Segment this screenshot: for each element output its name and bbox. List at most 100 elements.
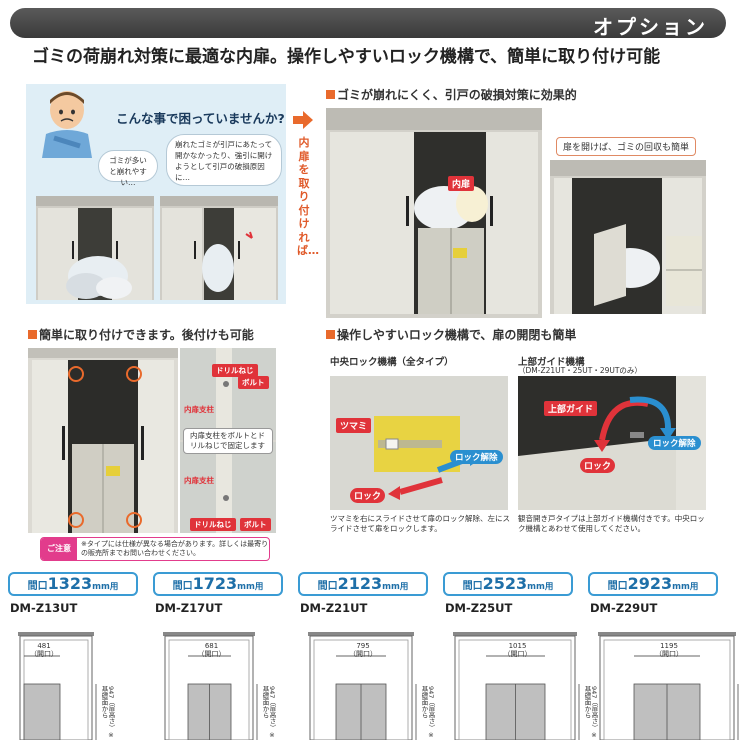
worry-title: こんな事で困っていませんか? bbox=[116, 111, 285, 126]
height-note: ※基礎面から bbox=[100, 686, 115, 739]
label-pillar-top: 内扉支柱 bbox=[184, 405, 214, 414]
label-knob: ツマミ bbox=[336, 418, 372, 433]
opening-dimension: 1015（開口） bbox=[504, 642, 532, 658]
photo-trash-spilling bbox=[36, 196, 154, 300]
height-note: ※基礎面から bbox=[583, 686, 598, 739]
height-label: 947（扉高さ） bbox=[268, 686, 276, 731]
model-name: DM-Z21UT bbox=[300, 601, 368, 615]
opening-label: （開口） bbox=[197, 650, 226, 658]
opening-value: 681 bbox=[204, 642, 219, 650]
note-box: ご注意 ※タイプには仕様が異なる場合があります。詳しくは最寄りの販売所までお問い… bbox=[40, 537, 270, 561]
label-bolt-bottom: ボルト bbox=[240, 518, 271, 531]
center-lock-title: 中央ロック機構（全タイプ） bbox=[330, 357, 454, 368]
photo-inner-door-installed bbox=[326, 108, 542, 318]
model-name: DM-Z25UT bbox=[445, 601, 513, 615]
model-drawing: 1015（開口） 947（扉高さ）※基礎面から bbox=[453, 628, 621, 740]
model-drawing: 1195（開口）947（扉高さ）※基礎面から bbox=[598, 628, 740, 740]
height-label: 947（扉高さ） bbox=[590, 686, 598, 731]
model-drawing: 481（開口） 947（扉高さ）※基礎面から bbox=[18, 628, 138, 740]
model-prefix: 間口 bbox=[27, 581, 48, 592]
label-bolt-top: ボルト bbox=[238, 376, 269, 389]
model-prefix: 間口 bbox=[607, 581, 628, 592]
label-lock-center: ロック bbox=[350, 488, 386, 503]
photo-doors-blocked bbox=[160, 196, 278, 300]
model-size: 1723 bbox=[192, 574, 238, 593]
label-unlock-top: ロック解除 bbox=[648, 436, 701, 450]
label-pillar-bottom: 内扉支柱 bbox=[184, 476, 214, 485]
height-label: 947（扉高さ） bbox=[427, 686, 435, 731]
opening-label: （開口） bbox=[349, 650, 377, 658]
worry-panel: こんな事で困っていませんか? ゴミが多いと崩れやすい… 崩れたゴミが引戸にあたっ… bbox=[26, 84, 286, 304]
page-title: オプション bbox=[593, 15, 708, 39]
photo-inner-door-open bbox=[550, 160, 706, 314]
note-tag: ご注意 bbox=[41, 538, 77, 560]
model-size: 2123 bbox=[337, 574, 383, 593]
worried-person-illustration bbox=[42, 91, 92, 158]
height-note: ※基礎面から bbox=[261, 686, 276, 739]
model-size: 2523 bbox=[482, 574, 528, 593]
model-size-box: 間口1723mm用 bbox=[153, 572, 283, 596]
label-unlock-center: ロック解除 bbox=[450, 450, 503, 464]
model-unit: mm用 bbox=[382, 582, 409, 592]
label-drill-screw-bottom: ドリルねじ bbox=[190, 518, 236, 531]
door-height-dimension: 947（扉高さ）※基礎面から bbox=[100, 686, 115, 740]
model-prefix: 間口 bbox=[462, 581, 483, 592]
top-guide-desc: 観音開き戸タイプは上部ガイド機構付きです。中央ロック機構とあわせて使用してくださ… bbox=[518, 514, 705, 533]
speech-bubble-1: ゴミが多いと崩れやすい… bbox=[98, 150, 158, 187]
center-lock-desc: ツマミを右にスライドさせて扉のロック解除、左にスライドさせて扉をロックします。 bbox=[330, 514, 510, 533]
height-label: 947（扉高さ） bbox=[107, 686, 115, 731]
model-size-box: 間口2923mm用 bbox=[588, 572, 718, 596]
door-height-dimension: 947（扉高さ）※基礎面から bbox=[420, 686, 435, 740]
opening-value: 795 bbox=[356, 642, 370, 650]
model-name: DM-Z13UT bbox=[10, 601, 78, 615]
opening-label: （開口） bbox=[655, 650, 683, 658]
model-drawing: 681（開口） 947（扉高さ）※基礎面から bbox=[163, 628, 299, 740]
opening-dimension: 681（開口） bbox=[198, 642, 226, 658]
opening-value: 1195 bbox=[660, 642, 678, 650]
lead-text: ゴミの荷崩れ対策に最適な内扉。操作しやすいロック機構で、簡単に取り付け可能 bbox=[32, 47, 661, 67]
height-note: ※基礎面から bbox=[420, 686, 435, 739]
opening-label: （開口） bbox=[30, 650, 58, 658]
inner-door-label: 内扉 bbox=[448, 176, 475, 191]
section-effect-heading: ゴミが崩れにくく、引戸の破損対策に効果的 bbox=[326, 86, 577, 103]
model-size: 2923 bbox=[627, 574, 673, 593]
opening-dimension: 1195（開口） bbox=[655, 642, 683, 658]
bullet-square-icon bbox=[326, 90, 335, 99]
arrow-caption: 内扉を取り付ければ… bbox=[297, 136, 319, 257]
model-size: 1323 bbox=[47, 574, 93, 593]
opening-dimension: 795（開口） bbox=[349, 642, 377, 658]
section-lock-heading: 操作しやすいロック機構で、扉の開閉も簡単 bbox=[326, 326, 576, 343]
bullet-square-icon bbox=[28, 330, 37, 339]
model-prefix: 間口 bbox=[172, 581, 193, 592]
opening-label: （開口） bbox=[503, 650, 532, 658]
model-unit: mm用 bbox=[237, 582, 264, 592]
right-arrow-icon bbox=[293, 111, 313, 129]
model-size-box: 間口1323mm用 bbox=[8, 572, 138, 596]
photo-install-front bbox=[28, 348, 178, 533]
note-text: ※タイプには仕様が異なる場合があります。詳しくは最寄りの販売所までお問い合わせく… bbox=[81, 540, 269, 557]
label-top-guide: 上部ガイド bbox=[544, 401, 598, 416]
header-bar: オプション bbox=[10, 8, 726, 39]
model-unit: mm用 bbox=[672, 582, 699, 592]
section-install-heading: 簡単に取り付けできます。後付けも可能 bbox=[28, 326, 254, 343]
model-prefix: 間口 bbox=[317, 581, 338, 592]
model-name: DM-Z17UT bbox=[155, 601, 223, 615]
model-size-box: 間口2523mm用 bbox=[443, 572, 573, 596]
speech-bubble-2: 崩れたゴミが引戸にあたって開かなかったり、強引に開けようとして引戸の破損原因に… bbox=[166, 134, 282, 186]
top-guide-title: 上部ガイド機構 bbox=[518, 357, 585, 368]
model-unit: mm用 bbox=[527, 582, 554, 592]
door-height-dimension: 947（扉高さ）※基礎面から bbox=[583, 686, 598, 740]
model-size-box: 間口2123mm用 bbox=[298, 572, 428, 596]
opening-dimension: 481（開口） bbox=[30, 642, 58, 658]
callout-install-desc: 内扉支柱をボルトとドリルねじで固定します bbox=[183, 428, 273, 454]
top-guide-sub: （DM-Z21UT・25UT・29UTのみ） bbox=[518, 366, 642, 375]
model-drawing: 795（開口） 947（扉高さ）※基礎面から bbox=[308, 628, 458, 740]
label-lock-top: ロック bbox=[580, 458, 616, 473]
opening-value: 481 bbox=[37, 642, 51, 650]
door-height-dimension: 947（扉高さ）※基礎面から bbox=[261, 686, 276, 740]
label-drill-screw-top: ドリルねじ bbox=[212, 364, 258, 377]
opening-value: 1015 bbox=[508, 642, 527, 650]
model-name: DM-Z29UT bbox=[590, 601, 658, 615]
model-unit: mm用 bbox=[92, 582, 119, 592]
callout-easy-collection: 扉を開けば、ゴミの回収も簡単 bbox=[556, 137, 697, 156]
